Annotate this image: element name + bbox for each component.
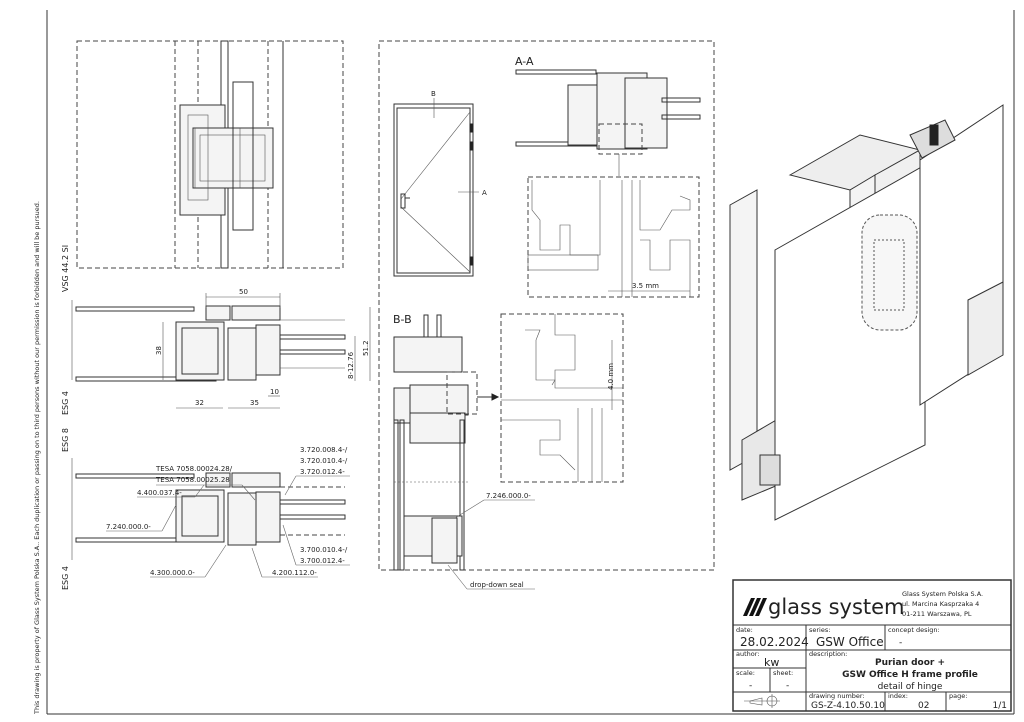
isometric-hinge-view [729, 104, 1004, 521]
label-tesa-1: TESA 7058.00024.28/ [155, 465, 233, 473]
label-3720010: 3.720.010.4-/ [300, 457, 348, 465]
dim-51-2: 51.2 [362, 340, 370, 356]
dim-gap-bb: 4.0 mm [607, 363, 615, 390]
section-bb-title: B-B [393, 313, 412, 326]
glass-label-esg8: ESG 8 [61, 428, 70, 452]
description-label: description: [809, 650, 847, 658]
copyright-notice: This drawing is property of Glass System… [33, 201, 41, 715]
label-4300000: 4.300.000.0- [150, 569, 195, 577]
glass-label-vsg: VSG 44.2 SI [61, 245, 70, 292]
glass-system-logo: glass system [743, 595, 905, 619]
dim-10: 10 [270, 388, 279, 396]
index-label: index: [888, 692, 908, 700]
description-line-1: Purian door + [875, 658, 945, 668]
date-value: 28.02.2024 [740, 635, 809, 649]
label-3700010: 3.700.010.4-/ [300, 546, 348, 554]
section-aa: A-A 3.5 mm [515, 55, 701, 298]
frame-section-parts: TESA 7058.00024.28/ TESA 7058.00025.28 4… [75, 446, 350, 578]
door-elevation: B A [393, 90, 487, 277]
glass-labels: VSG 44.2 SI ESG 4 ESG 8 ESG 4 [61, 245, 73, 590]
title-block: glass system Glass System Polska S.A. ul… [732, 579, 1012, 712]
glass-label-esg4-bottom: ESG 4 [61, 566, 70, 590]
author-value: kw [764, 656, 779, 669]
label-4200112: 4.200.112.0- [272, 569, 317, 577]
dim-glass-range: 8-12.76 [347, 351, 355, 379]
label-7240000: 7.240.000.0- [106, 523, 151, 531]
dim-38: 38 [155, 346, 163, 355]
hinge-elevation-view [76, 40, 344, 269]
index-value: 02 [918, 701, 929, 711]
dim-50: 50 [239, 288, 248, 296]
frame-section-dimensioned: 50 38 32 35 10 51.2 8-12.76 [75, 288, 371, 409]
logo-text: glass system [768, 595, 905, 619]
dim-35: 35 [250, 399, 259, 407]
section-aa-title: A-A [515, 55, 534, 68]
description-line-2: GSW Office H frame profile [842, 670, 978, 680]
label-3720008: 3.720.008.4-/ [300, 446, 348, 454]
label-3720012: 3.720.012.4- [300, 468, 345, 476]
label-drop-down-seal: drop-down seal [470, 581, 524, 589]
section-marker-b: B [431, 90, 436, 98]
series-value: GSW Office [816, 635, 884, 649]
scale-value: - [749, 681, 752, 691]
concept-label: concept design: [888, 626, 940, 634]
label-tesa-2: TESA 7058.00025.28 [155, 476, 230, 484]
sheet-label: sheet: [773, 669, 793, 677]
company-street: ul. Marcina Kasprzaka 4 [902, 600, 979, 608]
section-bb: B-B 4.0 mm 7.246.000.0- drop-down seal [393, 313, 624, 590]
page-label: page: [949, 692, 967, 700]
dim-32: 32 [195, 399, 204, 407]
dim-gap-aa: 3.5 mm [632, 282, 659, 290]
description-line-3: detail of hinge [878, 682, 943, 692]
glass-label-esg4-top: ESG 4 [61, 391, 70, 415]
author-label: author: [736, 650, 760, 658]
label-3700012: 3.700.012.4- [300, 557, 345, 565]
label-4400037: 4.400.037.4- [137, 489, 182, 497]
label-7246000: 7.246.000.0- [486, 492, 531, 500]
series-label: series: [809, 626, 830, 634]
date-label: date: [736, 626, 753, 634]
page-value: 1/1 [993, 701, 1007, 711]
sheet-value: - [786, 681, 789, 691]
company-city: 01-211 Warszawa, PL [902, 610, 972, 618]
scale-label: scale: [736, 669, 755, 677]
company-name: Glass System Polska S.A. [902, 590, 983, 598]
drawing-number-value: GS-Z-4.10.50.10 [811, 701, 885, 711]
drawing-number-label: drawing number: [809, 692, 865, 700]
section-marker-a: A [482, 189, 487, 197]
projection-symbol-icon [744, 694, 780, 708]
concept-value: - [899, 638, 902, 648]
